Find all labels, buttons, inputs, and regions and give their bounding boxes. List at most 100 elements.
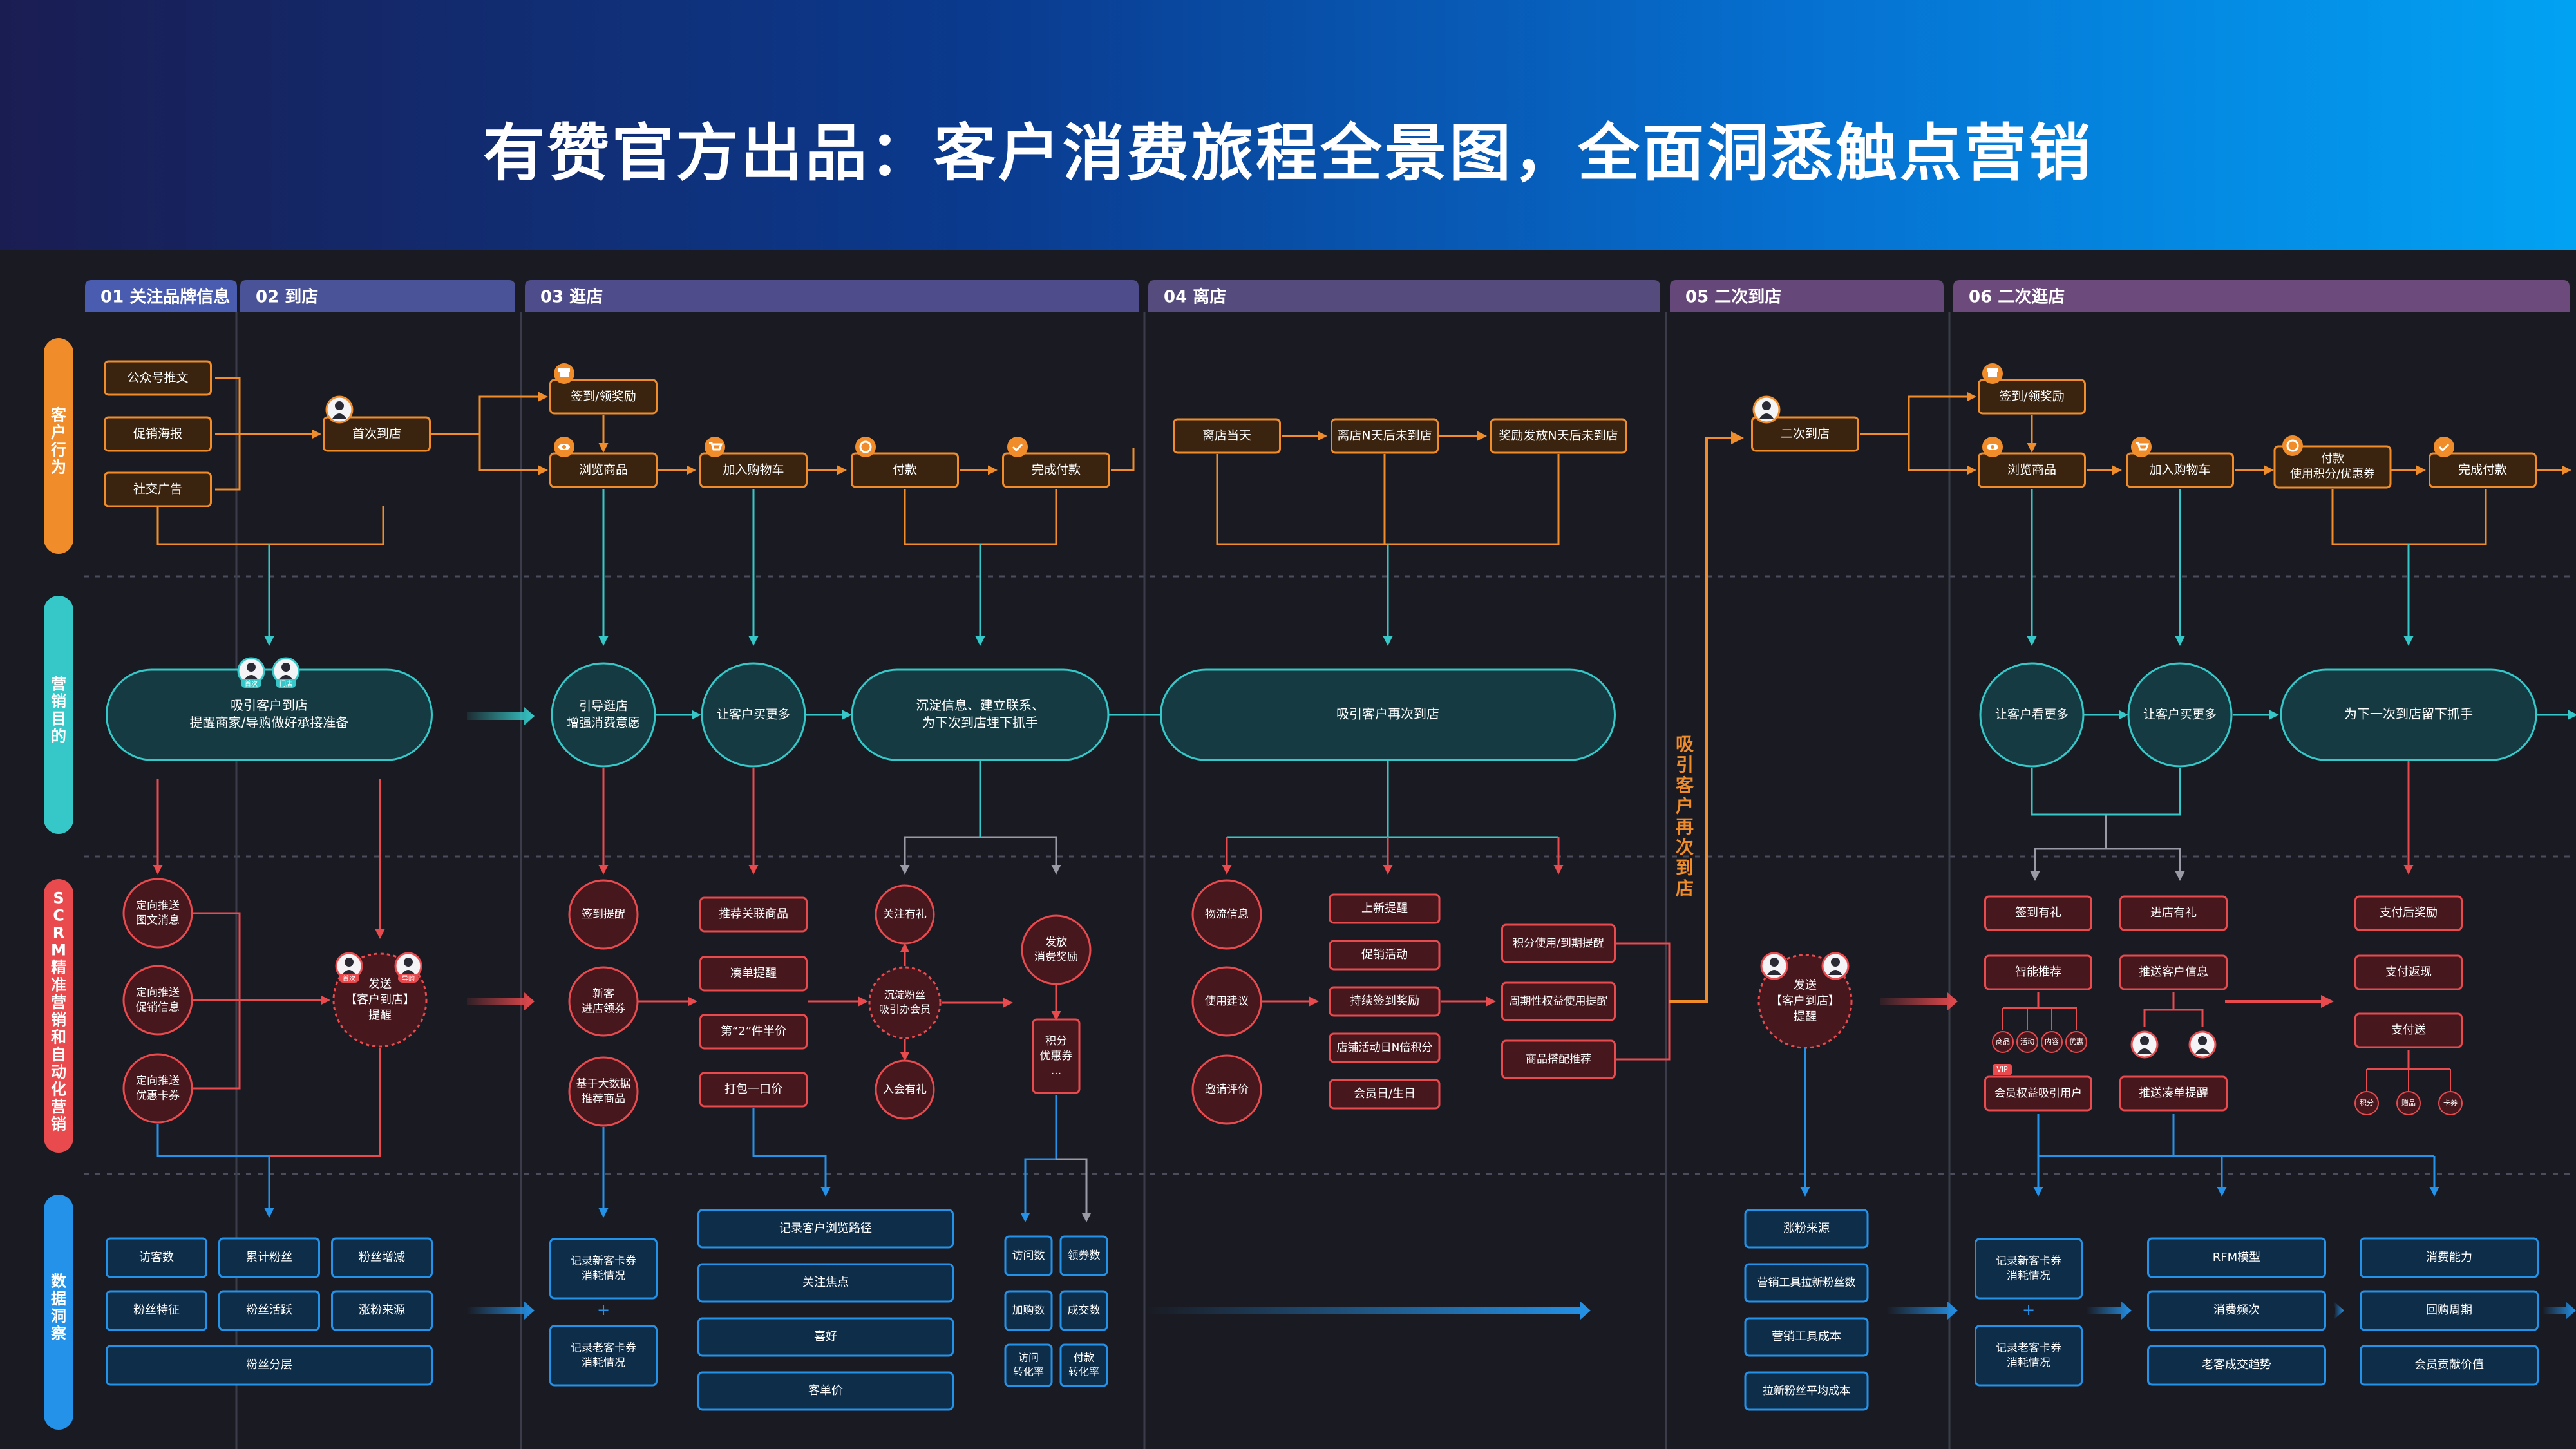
data-node-text-sub: 消耗情况	[582, 1356, 625, 1369]
flow-arrow	[1880, 992, 1958, 1010]
data-node	[2147, 1290, 2326, 1331]
connector	[156, 1048, 381, 1157]
scrm-node-text-label: 使用建议	[1205, 994, 1249, 1008]
scrm-node-text-label: 支付后奖励	[2380, 906, 2438, 920]
gift-icon	[554, 363, 574, 384]
data-node-text-sub: 转化率	[1068, 1365, 1099, 1378]
behavior-node-text-label: 浏览商品	[579, 463, 628, 477]
scrm-node-text-sub: 【客户到店】	[1770, 994, 1840, 1008]
avatar	[2130, 1030, 2159, 1059]
stage-label: 01 关注品牌信息	[100, 287, 230, 307]
stage-header	[1953, 280, 2570, 312]
scrm-node-text-sub: 优惠卡券	[136, 1089, 180, 1102]
data-node	[106, 1237, 207, 1278]
stage-label: 06 二次逛店	[1969, 287, 2065, 307]
goal-node-text-label: 让客户买更多	[2143, 708, 2217, 722]
scrm-node	[1329, 1079, 1441, 1110]
data-node	[2360, 1290, 2539, 1331]
behavior-node-text-label: 首次到店	[352, 427, 401, 441]
scrm-node	[2354, 1012, 2463, 1048]
scrm-node-text-sub2: 提醒	[368, 1009, 392, 1022]
connector	[1020, 1095, 1057, 1222]
scrm-node	[1191, 966, 1262, 1037]
stage-header	[525, 280, 1139, 312]
scrm-node-text-label: 新客	[592, 988, 614, 1001]
data-node	[218, 1290, 320, 1331]
flow-arrow	[2087, 1302, 2132, 1320]
tag-node	[2354, 1091, 2379, 1115]
goal-node-text-sub: 提醒商家/导购做好承接准备	[190, 715, 349, 730]
scrm-node	[568, 1056, 639, 1127]
behavior-node-text-label: 公众号推文	[127, 371, 188, 385]
scrm-node-text-label: 积分	[1045, 1035, 1067, 1048]
data-node-text-label: 访问数	[1012, 1249, 1045, 1262]
scrm-node-text-label: 发送	[368, 978, 392, 991]
scrm-node	[699, 956, 808, 992]
scrm-node-text-label: 定向推送	[136, 1075, 180, 1088]
data-node	[106, 1290, 207, 1331]
stage-label: 03 逛店	[540, 287, 603, 307]
connector	[980, 836, 1061, 875]
avatar: 首次	[335, 952, 363, 983]
data-node	[1975, 1325, 2083, 1387]
behavior-node	[1173, 418, 1281, 454]
data-node	[1059, 1235, 1108, 1276]
scrm-node	[1984, 954, 2092, 990]
eye-icon	[1982, 437, 2003, 457]
scrm-node-text-label: 凑单提醒	[730, 967, 777, 980]
flow-arrow	[1887, 1302, 1958, 1320]
data-node	[1744, 1317, 1869, 1357]
avatar	[1752, 395, 1781, 424]
scrm-node-text-label: 发送	[1794, 979, 1817, 992]
data-node	[549, 1238, 658, 1300]
stage-header	[85, 280, 237, 312]
data-node-text-label: 付款	[1074, 1352, 1094, 1364]
scrm-node-text-label: 会员权益吸引用户	[1994, 1087, 2082, 1100]
row-label: 客户行为	[50, 406, 67, 477]
plus-sign: +	[2022, 1301, 2035, 1319]
scrm-node	[1757, 954, 1853, 1049]
data-node-text-label: 涨粉来源	[359, 1303, 405, 1317]
flow-arrow	[467, 1302, 535, 1320]
avatar	[1821, 952, 1850, 980]
stage-header	[1670, 280, 1944, 312]
tag-node	[2041, 1031, 2063, 1053]
row-pill	[44, 879, 73, 1153]
goal-node-text-label: 沉淀信息、建立联系、	[916, 697, 1045, 713]
data-node-text-label: 消费频次	[2213, 1303, 2260, 1317]
data-node-text-label: 粉丝特征	[133, 1303, 180, 1317]
connector	[1111, 448, 1135, 471]
scrm-node-text-label: 关注有礼	[883, 908, 927, 921]
data-node-text-label: RFM模型	[2213, 1251, 2260, 1264]
scrm-node-text-sub: 促销信息	[136, 1001, 180, 1014]
avatar	[325, 395, 354, 424]
behavior-node	[851, 452, 959, 488]
avatar	[2188, 1030, 2217, 1059]
scrm-node-text-label: 推荐关联商品	[719, 907, 788, 921]
tag-node	[2396, 1091, 2421, 1115]
data-node-text-sub: 消耗情况	[2007, 1269, 2050, 1282]
tag-label: 优惠	[2069, 1037, 2083, 1046]
avatar	[1760, 952, 1788, 980]
scrm-node-text-sub: 消费奖励	[1034, 951, 1078, 963]
connector	[2030, 815, 2107, 881]
behavior-node	[1331, 418, 1439, 454]
behavior-node-text-label: 完成付款	[2458, 463, 2507, 477]
data-node-text-label: 访问	[1018, 1352, 1039, 1364]
goal-node	[701, 662, 806, 768]
scrm-node	[1329, 986, 1441, 1017]
cart-icon	[2131, 437, 2152, 457]
scrm-node-text-label: 商品搭配推荐	[1526, 1053, 1591, 1066]
scrm-node	[122, 878, 193, 949]
scrm-node-text-label: 持续签到奖励	[1350, 994, 1419, 1008]
scrm-node	[699, 896, 808, 933]
goal-node-text-label: 让客户买更多	[717, 708, 790, 722]
scrm-node	[1329, 1032, 1441, 1063]
data-node	[1059, 1290, 1108, 1331]
flow-arrow	[2543, 1302, 2576, 1320]
avatar-badge: 门店	[279, 679, 292, 688]
scrm-node-text-label: 进店有礼	[2150, 906, 2197, 920]
flow-arrow	[467, 992, 535, 1010]
scrm-node-text-label: 上新提醒	[1361, 902, 1408, 915]
